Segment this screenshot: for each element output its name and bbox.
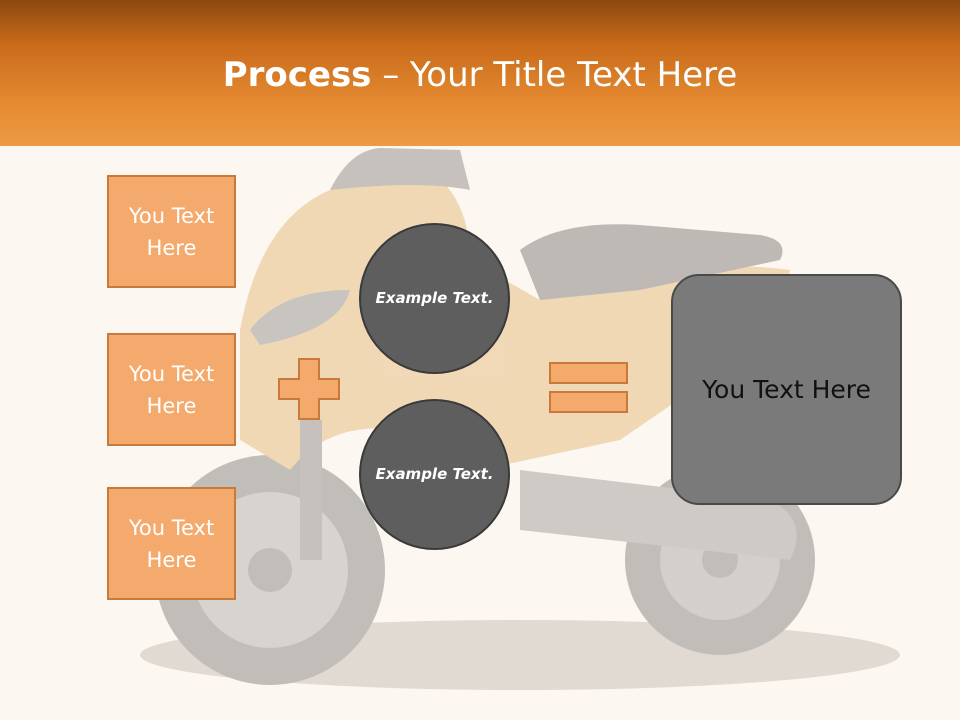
exhaust	[520, 470, 797, 560]
slide-title[interactable]: Process – Your Title Text Here	[0, 52, 960, 98]
windscreen	[330, 148, 470, 190]
headlight	[250, 290, 350, 345]
text-box-3[interactable]: You Text Here	[107, 487, 236, 600]
result-box[interactable]: You Text Here	[671, 274, 902, 505]
text-box-2[interactable]: You Text Here	[107, 333, 236, 446]
text-box-1[interactable]: You Text Here	[107, 175, 236, 288]
equals-icon	[549, 362, 628, 413]
result-box-label: You Text Here	[702, 375, 871, 404]
text-box-2-label: You Text Here	[128, 361, 215, 418]
plus-icon	[278, 358, 340, 420]
seat	[520, 224, 783, 300]
title-bold: Process	[222, 55, 372, 95]
example-circle-1-label: Example Text.	[375, 289, 494, 307]
title-rest: – Your Title Text Here	[371, 55, 738, 95]
example-circle-2[interactable]: Example Text.	[359, 399, 510, 550]
example-circle-2-label: Example Text.	[375, 465, 494, 483]
ground-shadow	[140, 620, 900, 690]
text-box-3-label: You Text Here	[128, 515, 215, 572]
example-circle-1[interactable]: Example Text.	[359, 223, 510, 374]
title-bar	[0, 0, 960, 146]
text-box-1-label: You Text Here	[128, 203, 215, 260]
rear-wheel	[625, 465, 815, 655]
scooter-body	[240, 170, 790, 470]
